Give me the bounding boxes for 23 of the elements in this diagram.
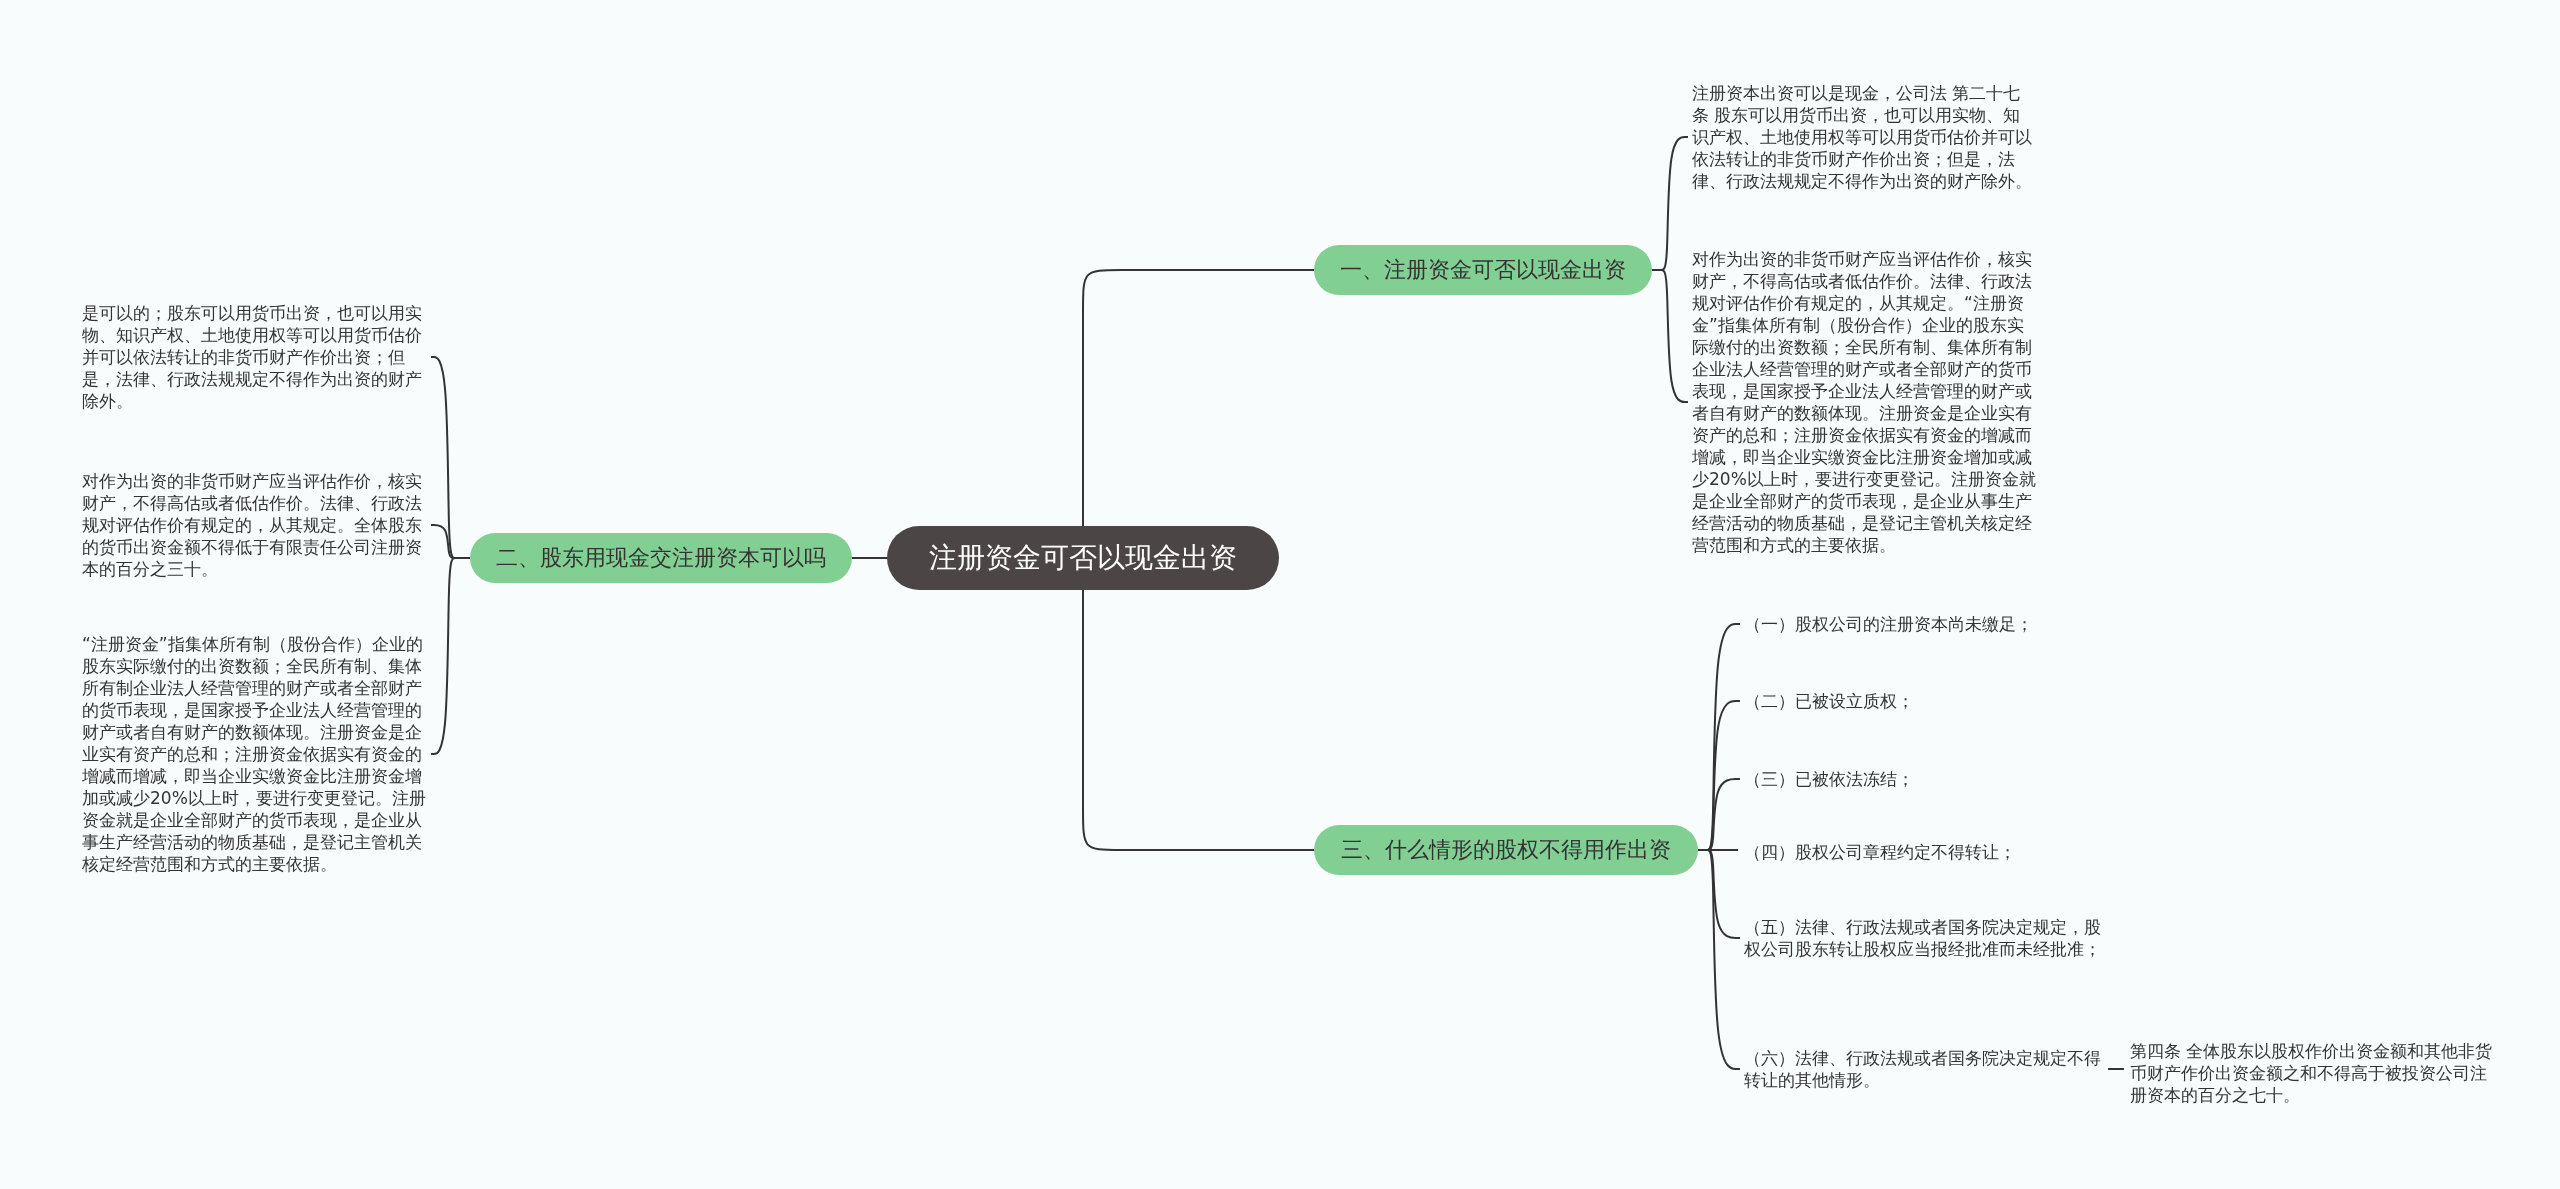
branch-topic: 三、什么情形的股权不得用作出资	[1314, 825, 1698, 875]
connector-line	[1082, 269, 1315, 527]
note-text: （一）股权公司的注册资本尚未缴足；	[1744, 613, 2164, 635]
connector-line	[1651, 269, 1689, 403]
central-topic: 注册资金可否以现金出资	[887, 526, 1279, 590]
connector-line	[2107, 1068, 2125, 1070]
note-text: （三）已被依法冻结；	[1744, 768, 2164, 790]
connector-line	[1697, 849, 1741, 1070]
note-text: （六）法律、行政法规或者国务院决定规定不得转让的其他情形。	[1744, 1047, 2108, 1091]
note-text: （二）已被设立质权；	[1744, 690, 2164, 712]
note-text: 注册资本出资可以是现金，公司法 第二十七条 股东可以用货币出资，也可以用实物、知识产权、土地使用权等可以用货币估价并可以依法转让的非货币财产作价出资；但是，法律、行政法规规定不得作为出资的财产除外。	[1692, 82, 2037, 192]
note-text: （五）法律、行政法规或者国务院决定规定，股权公司股东转让股权应当报经批准而未经批准；	[1744, 916, 2108, 960]
note-text: （四）股权公司章程约定不得转让；	[1744, 841, 2164, 863]
connector-line	[430, 557, 471, 755]
note-text: 对作为出资的非货币财产应当评估作价，核实财产，不得高估或者低估作价。法律、行政法规对评估作价有规定的，从其规定。全体股东的货币出资金额不得低于有限责任公司注册资本的百分之三十。	[82, 470, 427, 580]
note-text: “注册资金”指集体所有制（股份合作）企业的股东实际缴付的出资数额；全民所有制、集体所有制企业法人经营管理的财产或者全部财产的货币表现，是国家授予企业法人经营管理的财产或者自有财产的数额体现。注册资金是企业实有资产的总和；注册资金依据实有资金的增减而增减，即当企业实缴资金比注册资金增加或减少20%以上时，要进行变更登记。注册资金就是企业全部财产的货币表现，是企业从事生产经营活动的物质基础，是登记主管机关核定经营范围和方式的主要依据。	[82, 633, 427, 875]
note-text: 第四条 全体股东以股权作价出资金额和其他非货币财产作价出资金额之和不得高于被投资公司注册资本的百分之七十。	[2130, 1040, 2502, 1106]
note-text: 对作为出资的非货币财产应当评估作价，核实财产，不得高估或者低估作价。法律、行政法规对评估作价有规定的，从其规定。“注册资金”指集体所有制（股份合作）企业的股东实际缴付的出资数额；全民所有制、集体所有制企业法人经营管理的财产或者全部财产的货币表现，是国家授予企业法人经营管理的财产或者自有财产的数额体现。注册资金是企业实有资产的总和；注册资金依据实有资金的增减而增减，即当企业实缴资金比注册资金增加或减少20%以上时，要进行变更登记。注册资金就是企业全部财产的货币表现，是企业从事生产经营活动的物质基础，是登记主管机关核定经营范围和方式的主要依据。	[1692, 248, 2037, 556]
connector-line	[851, 557, 888, 559]
branch-topic: 一、注册资金可否以现金出资	[1314, 245, 1652, 295]
note-text: 是可以的；股东可以用货币出资，也可以用实物、知识产权、土地使用权等可以用货币估价并可以依法转让的非货币财产作价出资；但是，法律、行政法规规定不得作为出资的财产除外。	[82, 302, 427, 412]
connector-line	[1082, 589, 1315, 851]
branch-topic: 二、股东用现金交注册资本可以吗	[470, 533, 852, 583]
